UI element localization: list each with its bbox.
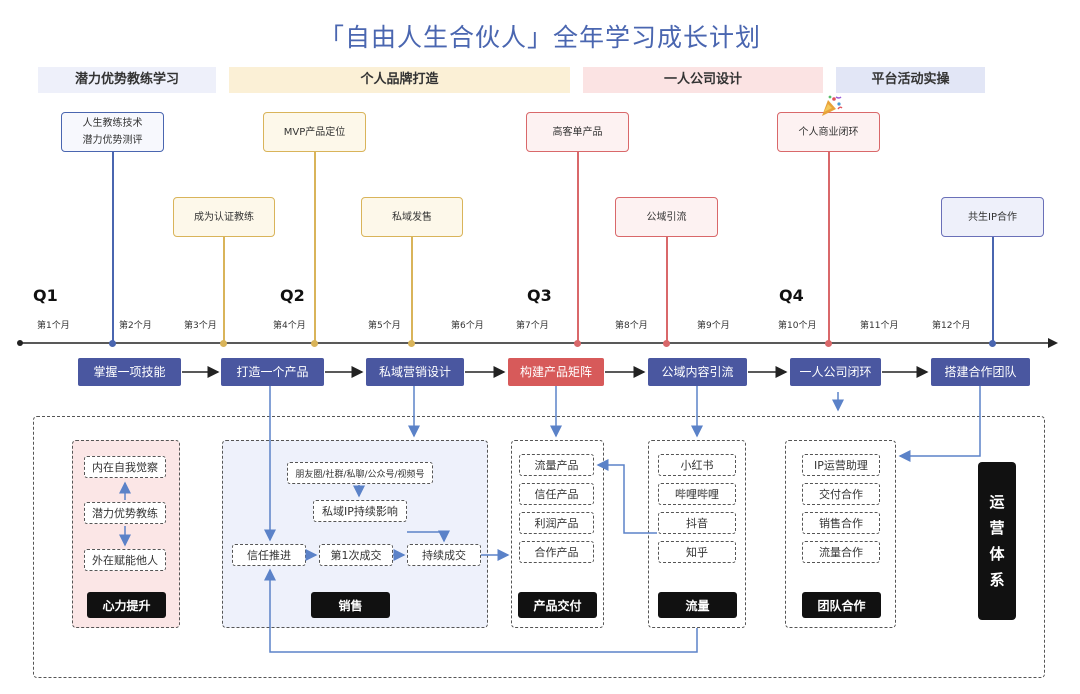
milestone-text: 公域引流 [646,211,687,223]
pill-sales-partner: 销售合作 [802,512,880,534]
pill-zhihu: 知乎 [658,541,736,563]
label-product-delivery: 产品交付 [518,592,597,618]
page-title: 「自由人生合伙人」全年学习成长计划 [318,23,761,52]
pill-trust-product: 信任产品 [519,483,594,505]
pill-trust: 信任推进 [232,544,306,566]
operations-system-container [33,416,1045,678]
pill-traffic-product: 流量产品 [519,454,594,476]
timeline-dot [220,340,227,347]
timeline-dot [311,340,318,347]
month-label: 第12个月 [932,321,971,331]
ops-char: 运 [989,493,1005,511]
ops-char: 营 [989,519,1005,537]
timeline-dot [663,340,670,347]
phase-one-person-company: 一人公司设计 [583,67,823,93]
milestone-coach-skill: 人生教练技术 潜力优势测评 [61,112,164,152]
month-label: 第1个月 [37,321,70,331]
milestone-business-loop: 个人商业闭环 [777,112,880,152]
stage-public-traffic: 公域内容引流 [648,358,747,386]
quarter-label-q2: Q2 [280,286,305,305]
month-label: 第2个月 [119,321,152,331]
label-mind: 心力提升 [87,592,166,618]
phase-platform-practice: 平台活动实操 [836,67,985,93]
pill-profit-product: 利润产品 [519,512,594,534]
milestone-ip-cooperation: 共生IP合作 [941,197,1044,237]
ops-char: 系 [989,571,1005,589]
pill-ip-influence: 私域IP持续影响 [313,500,407,522]
milestone-text: 私域发售 [392,211,432,223]
stage-team-building: 搭建合作团队 [931,358,1030,386]
milestone-line-6 [666,237,668,343]
label-team: 团队合作 [802,592,881,618]
quarter-label-q4: Q4 [779,286,804,305]
milestone-line-2 [223,237,225,343]
pill-delivery-partner: 交付合作 [802,483,880,505]
stage-private-marketing: 私域营销设计 [366,358,464,386]
pill-empower-others: 外在赋能他人 [84,549,166,571]
pill-ip-assistant: IP运营助理 [802,454,880,476]
pill-traffic-partner: 流量合作 [802,541,880,563]
milestone-certified-coach: 成为认证教练 [173,197,275,237]
milestone-text: 个人商业闭环 [798,126,859,138]
month-label: 第9个月 [697,321,730,331]
month-label: 第11个月 [860,321,899,331]
milestone-line-3 [314,152,316,343]
milestone-line-1 [112,152,114,343]
pill-bilibili: 哔哩哔哩 [658,483,736,505]
timeline-dot [825,340,832,347]
month-label: 第4个月 [273,321,306,331]
month-label: 第5个月 [368,321,401,331]
month-label: 第10个月 [778,321,817,331]
pill-douyin: 抖音 [658,512,736,534]
group-product [511,440,604,628]
milestone-private-launch: 私域发售 [361,197,463,237]
milestone-text: 潜力优势测评 [82,135,143,146]
label-sales: 销售 [311,592,390,618]
month-label: 第6个月 [451,321,484,331]
month-label: 第8个月 [615,321,648,331]
timeline-dot [989,340,996,347]
milestone-text: MVP产品定位 [283,126,346,138]
group-team [785,440,896,628]
pill-channels: 朋友圈/社群/私聊/公众号/视频号 [287,462,433,484]
stage-company-loop: 一人公司闭环 [790,358,881,386]
milestone-line-7 [828,152,830,343]
phase-personal-brand: 个人品牌打造 [229,67,570,93]
stage-build-product: 打造一个产品 [221,358,324,386]
group-traffic [648,440,746,628]
pill-repeat-deal: 持续成交 [407,544,481,566]
milestone-line-4 [411,237,413,343]
month-label: 第3个月 [184,321,217,331]
milestone-text: 成为认证教练 [194,211,254,223]
pill-self-awareness: 内在自我觉察 [84,456,166,478]
label-traffic: 流量 [658,592,737,618]
operations-system-label: 运 营 体 系 [978,462,1016,620]
quarter-label-q1: Q1 [33,286,58,305]
pill-first-deal: 第1次成交 [319,544,393,566]
milestone-high-ticket-product: 高客单产品 [526,112,629,152]
stage-master-skill: 掌握一项技能 [78,358,181,386]
pill-strength-coach: 潜力优势教练 [84,502,166,524]
milestone-mvp-positioning: MVP产品定位 [263,112,366,152]
timeline-dot [408,340,415,347]
month-label: 第7个月 [516,321,549,331]
ops-char: 体 [989,545,1005,563]
milestone-text: 共生IP合作 [968,211,1017,223]
party-popper-icon [822,95,843,116]
milestone-line-5 [577,152,579,343]
timeline-dot [574,340,581,347]
milestone-text: 人生教练技术 [82,118,143,129]
pill-xiaohongshu: 小红书 [658,454,736,476]
milestone-line-8 [992,237,994,343]
quarter-label-q3: Q3 [527,286,552,305]
milestone-public-traffic: 公域引流 [615,197,718,237]
stage-product-matrix: 构建产品矩阵 [508,358,604,386]
phase-coach-learning: 潜力优势教练学习 [38,67,216,93]
pill-partner-product: 合作产品 [519,541,594,563]
milestone-text: 高客单产品 [552,126,603,138]
timeline-dot [109,340,116,347]
